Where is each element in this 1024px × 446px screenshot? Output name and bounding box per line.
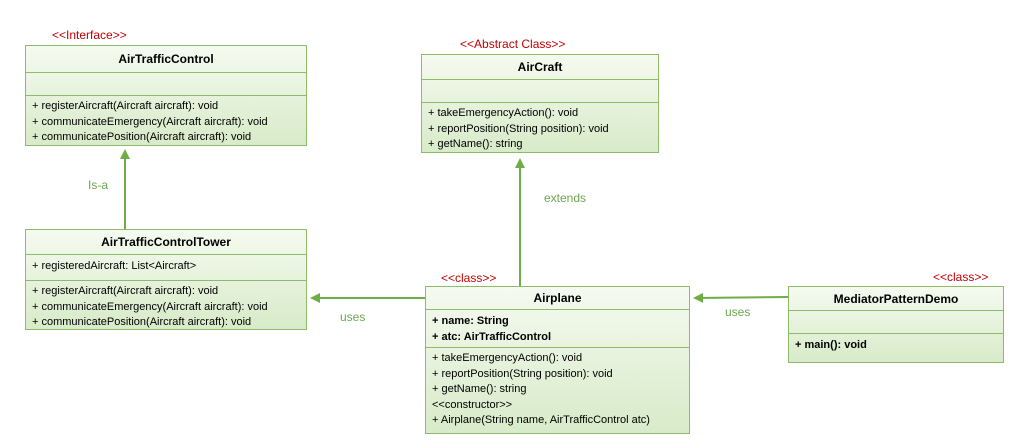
method: + takeEmergencyAction(): void bbox=[432, 352, 583, 364]
methods-section: + main(): void bbox=[789, 333, 1003, 354]
method: + registerAircraft(Aircraft aircraft): v… bbox=[32, 100, 219, 112]
method: + reportPosition(String position): void bbox=[428, 122, 609, 135]
method: + Airplane(String name, AirTrafficContro… bbox=[432, 414, 650, 426]
interface-stereotype: <<Interface>> bbox=[52, 28, 127, 42]
attributes-section: + name: String + atc: AirTrafficControl bbox=[426, 309, 689, 347]
class-name: Airplane bbox=[533, 291, 582, 305]
air-traffic-control-tower-class[interactable]: AirTrafficControlTower + registeredAircr… bbox=[25, 229, 307, 330]
methods-section: + takeEmergencyAction(): void + reportPo… bbox=[422, 102, 658, 153]
method: + communicatePosition(Aircraft aircraft)… bbox=[32, 316, 252, 328]
attributes-section: + registeredAircraft: List<Aircraft> bbox=[26, 254, 306, 280]
abstract-stereotype: <<Abstract Class>> bbox=[460, 37, 566, 51]
method: + main(): void bbox=[795, 339, 867, 351]
airplane-class[interactable]: Airplane + name: String + atc: AirTraffi… bbox=[425, 286, 690, 434]
methods-section: + registerAircraft(Aircraft aircraft): v… bbox=[26, 95, 306, 146]
is-a-label: Is-a bbox=[88, 178, 109, 192]
method: + communicateEmergency(Aircraft aircraft… bbox=[32, 300, 268, 313]
attributes-section bbox=[789, 310, 1003, 333]
constructor-stereotype: <<constructor>> bbox=[432, 398, 513, 411]
attributes-section bbox=[26, 72, 306, 95]
uses-tower-label: uses bbox=[340, 310, 366, 324]
class-name: AirTrafficControlTower bbox=[101, 235, 231, 249]
demo-stereotype: <<class>> bbox=[933, 270, 989, 284]
extends-label: extends bbox=[544, 191, 587, 205]
class-name: MediatorPatternDemo bbox=[833, 291, 959, 306]
attribute: + registeredAircraft: List<Aircraft> bbox=[32, 260, 197, 272]
method: + communicateEmergency(Aircraft aircraft… bbox=[32, 115, 268, 128]
attributes-section bbox=[422, 79, 658, 102]
attribute: + atc: AirTrafficControl bbox=[432, 330, 552, 343]
methods-section: + registerAircraft(Aircraft aircraft): v… bbox=[26, 280, 306, 331]
uses-airplane-label: uses bbox=[725, 305, 751, 319]
class-name: AirTrafficControl bbox=[118, 52, 214, 66]
class-name: AirCraft bbox=[517, 60, 563, 74]
mediator-pattern-demo-class[interactable]: MediatorPatternDemo + main(): void bbox=[788, 286, 1004, 363]
methods-section: + takeEmergencyAction(): void + reportPo… bbox=[426, 347, 689, 429]
method: + communicatePosition(Aircraft aircraft)… bbox=[32, 131, 252, 143]
method: + getName(): string bbox=[428, 138, 523, 150]
method: + takeEmergencyAction(): void bbox=[428, 107, 579, 119]
uses-airplane-connector bbox=[693, 292, 789, 303]
method: + getName(): string bbox=[432, 383, 527, 395]
aircraft-class[interactable]: AirCraft + takeEmergencyAction(): void +… bbox=[421, 54, 659, 153]
method: + reportPosition(String position): void bbox=[432, 367, 613, 380]
attribute: + name: String bbox=[432, 315, 509, 327]
method: + registerAircraft(Aircraft aircraft): v… bbox=[32, 285, 219, 297]
airplane-stereotype: <<class>> bbox=[441, 271, 497, 285]
air-traffic-control-class[interactable]: AirTrafficControl + registerAircraft(Air… bbox=[25, 45, 307, 146]
